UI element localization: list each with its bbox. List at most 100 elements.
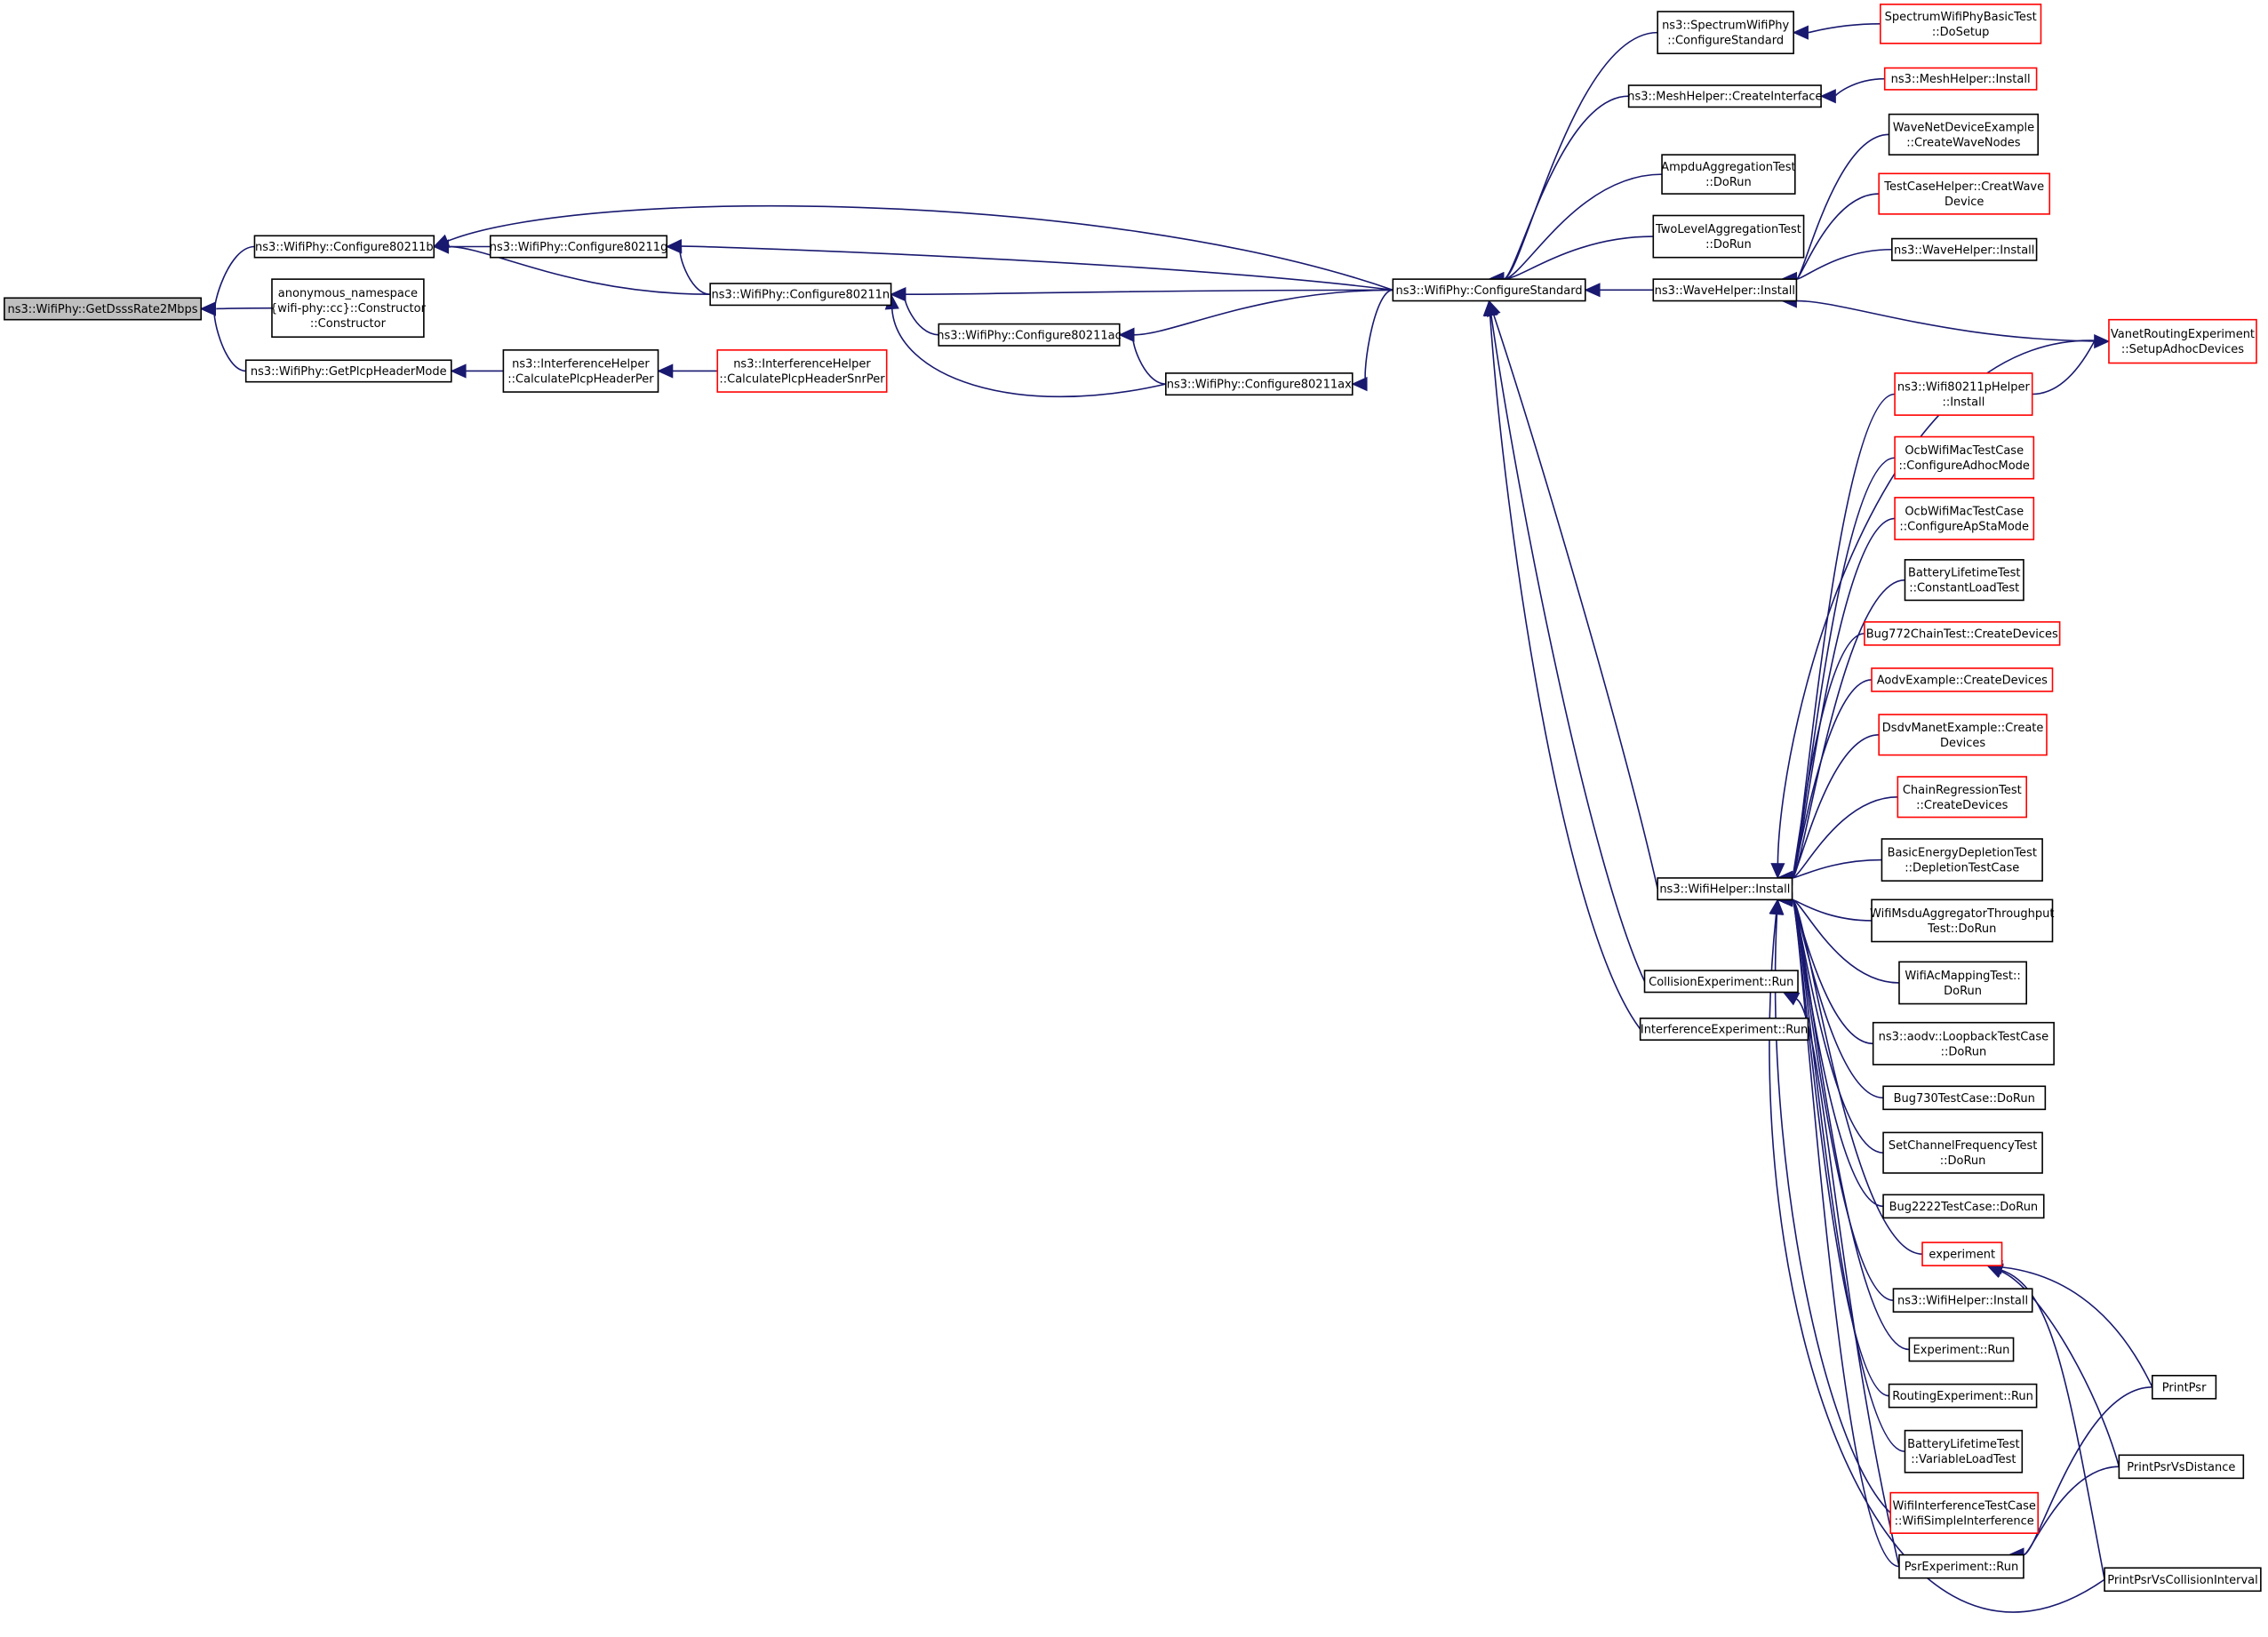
node-c80211b[interactable]: ns3::WifiPhy::Configure80211b: [253, 235, 435, 259]
node-box: [1864, 621, 2061, 646]
node-box: [1639, 1017, 1809, 1042]
node-label: DsdvManetExample::Create: [1882, 722, 2044, 735]
node-aodvex[interactable]: AodvExample::CreateDevices: [1871, 667, 2054, 692]
node-chainreg[interactable]: ChainRegressionTest::CreateDevices: [1897, 776, 2027, 818]
node-label: BasicEnergyDepletionTest: [1888, 847, 2037, 860]
node-dsdv[interactable]: DsdvManetExample::CreateDevices: [1878, 714, 2048, 756]
node-label: DoRun: [1944, 985, 1982, 998]
node-label: ns3::WaveHelper::Install: [1655, 284, 1795, 298]
call-edge: [679, 245, 711, 296]
node-wifihinst2[interactable]: ns3::WifiHelper::Install: [1892, 1288, 2033, 1313]
node-label: ns3::WifiPhy::Configure80211g: [490, 241, 668, 254]
node-ocbapsta[interactable]: OcbWifiMacTestCase::ConfigureApStaMode: [1894, 497, 2035, 540]
call-edge: [2001, 1266, 2153, 1388]
node-basicenergy[interactable]: BasicEnergyDepletionTest::DepletionTestC…: [1881, 838, 2043, 882]
node-setchan[interactable]: SetChannelFrequencyTest::DoRun: [1882, 1131, 2043, 1174]
node-printpsrcoll[interactable]: PrintPsrVsCollisionInterval: [2104, 1567, 2262, 1593]
node-box: [1894, 497, 2035, 540]
call-edge: [681, 245, 1394, 291]
node-bug2222[interactable]: Bug2222TestCase::DoRun: [1882, 1194, 2045, 1219]
arrowhead: [1792, 25, 1809, 40]
node-waveinst[interactable]: ns3::WaveHelper::Install: [1652, 278, 1798, 302]
node-box: [1882, 1194, 2045, 1219]
graph-edges: [200, 23, 2153, 1613]
node-bug730[interactable]: Bug730TestCase::DoRun: [1882, 1085, 2047, 1111]
node-wifi80211p[interactable]: ns3::Wifi80211pHelper::Install: [1894, 372, 2033, 416]
node-label: ns3::WifiHelper::Install: [1659, 883, 1790, 897]
node-psrrun[interactable]: PsrExperiment::Run: [1898, 1553, 2024, 1579]
node-printpsr[interactable]: PrintPsr: [2151, 1375, 2217, 1400]
node-specbasic[interactable]: SpectrumWifiPhyBasicTest::DoSetup: [1880, 4, 2042, 44]
node-wavehinst[interactable]: ns3::WaveHelper::Install: [1891, 237, 2038, 261]
node-ampdu[interactable]: AmpduAggregationTest::DoRun: [1661, 154, 1796, 195]
call-edge: [1796, 248, 1892, 280]
node-box: [1897, 776, 2027, 818]
arrowhead: [1819, 89, 1836, 104]
node-c80211g[interactable]: ns3::WifiPhy::Configure80211g: [490, 235, 668, 259]
node-acmap[interactable]: WifiAcMappingTest::DoRun: [1898, 961, 2027, 1005]
node-collrun[interactable]: CollisionExperiment::Run: [1643, 970, 1799, 994]
node-label: BatteryLifetimeTest: [1907, 1438, 2020, 1451]
node-loopback[interactable]: ns3::aodv::LoopbackTestCase::DoRun: [1872, 1021, 2055, 1066]
node-label: PsrExperiment::Run: [1905, 1561, 2019, 1574]
node-calcsnr[interactable]: ns3::InterferenceHelper::CalculatePlcpHe…: [716, 349, 888, 393]
node-label: ::SetupAdhocDevices: [2121, 343, 2244, 356]
node-experiment[interactable]: experiment: [1921, 1242, 2003, 1266]
node-box: [1894, 435, 2035, 480]
call-edge: [1791, 679, 1873, 879]
call-edge: [1792, 898, 1899, 984]
node-meshci[interactable]: ns3::MeshHelper::CreateInterface: [1627, 84, 1822, 108]
node-cstd[interactable]: ns3::WifiPhy::ConfigureStandard: [1392, 278, 1586, 302]
node-box: [1871, 667, 2054, 692]
node-battconst[interactable]: BatteryLifetimeTest::ConstantLoadTest: [1904, 559, 2024, 602]
node-box: [1878, 172, 2051, 215]
node-specstd[interactable]: ns3::SpectrumWifiPhy::ConfigureStandard: [1657, 11, 1794, 55]
arrowhead: [890, 287, 906, 302]
node-calcper[interactable]: ns3::InterferenceHelper::CalculatePlcpHe…: [502, 349, 659, 393]
call-edge: [214, 245, 255, 310]
node-box: [1878, 714, 2048, 756]
node-c80211ac[interactable]: ns3::WifiPhy::Configure80211ac: [937, 323, 1122, 347]
node-box: [2151, 1375, 2217, 1400]
node-box: [709, 283, 892, 307]
node-label: VanetRoutingExperiment: [2111, 328, 2255, 341]
node-box: [1908, 1337, 2015, 1362]
node-box: [1392, 278, 1586, 302]
node-label: ::Constructor: [310, 317, 387, 331]
node-printpsrdist[interactable]: PrintPsrVsDistance: [2118, 1454, 2245, 1480]
node-c80211n[interactable]: ns3::WifiPhy::Configure80211n: [709, 283, 892, 307]
node-getplcp[interactable]: ns3::WifiPhy::GetPlcpHeaderMode: [244, 359, 452, 383]
node-box: [1652, 278, 1798, 302]
node-anon[interactable]: anonymous_namespace{wifi-phy::cc}::Const…: [270, 278, 427, 339]
node-wifiinst[interactable]: ns3::WifiHelper::Install: [1657, 877, 1793, 901]
node-label: {wifi-phy::cc}::Constructor: [270, 302, 427, 315]
node-battvar[interactable]: BatteryLifetimeTest::VariableLoadTest: [1904, 1429, 2024, 1473]
node-intrun[interactable]: InterferenceExperiment::Run: [1639, 1017, 1809, 1042]
call-edge: [1791, 898, 1910, 1351]
arrowhead: [450, 363, 467, 379]
node-bug772[interactable]: Bug772ChainTest::CreateDevices: [1864, 621, 2061, 646]
node-wavenet[interactable]: WaveNetDeviceExample::CreateWaveNodes: [1888, 113, 2040, 156]
node-label: Test::DoRun: [1927, 922, 1996, 936]
node-routrun[interactable]: RoutingExperiment::Run: [1888, 1383, 2038, 1409]
node-wifiinterf[interactable]: WifiInterferenceTestCase::WifiSimpleInte…: [1889, 1491, 2040, 1535]
arrowhead: [666, 238, 683, 254]
node-label: ::DoRun: [1705, 238, 1752, 252]
node-meshinst[interactable]: ns3::MeshHelper::Install: [1883, 67, 2038, 91]
node-label: ns3::InterferenceHelper: [512, 357, 650, 371]
node-twolevel[interactable]: TwoLevelAggregationTest::DoRun: [1652, 214, 1805, 259]
node-label: AodvExample::CreateDevices: [1877, 674, 2048, 687]
node-label: OcbWifiMacTestCase: [1905, 505, 2024, 518]
call-edge: [1791, 633, 1865, 879]
node-label: ::DoRun: [1940, 1154, 1986, 1168]
node-label: ns3::WifiPhy::Configure80211b: [255, 241, 434, 254]
node-label: WifiInterferenceTestCase: [1893, 1499, 2036, 1513]
node-c80211ax[interactable]: ns3::WifiPhy::Configure80211ax: [1165, 372, 1354, 396]
node-vanet[interactable]: VanetRoutingExperiment::SetupAdhocDevice…: [2108, 318, 2257, 364]
call-edge: [1489, 315, 1641, 1030]
node-exprun[interactable]: Experiment::Run: [1908, 1337, 2015, 1362]
node-ocbadhoc[interactable]: OcbWifiMacTestCase::ConfigureAdhocMode: [1894, 435, 2035, 480]
